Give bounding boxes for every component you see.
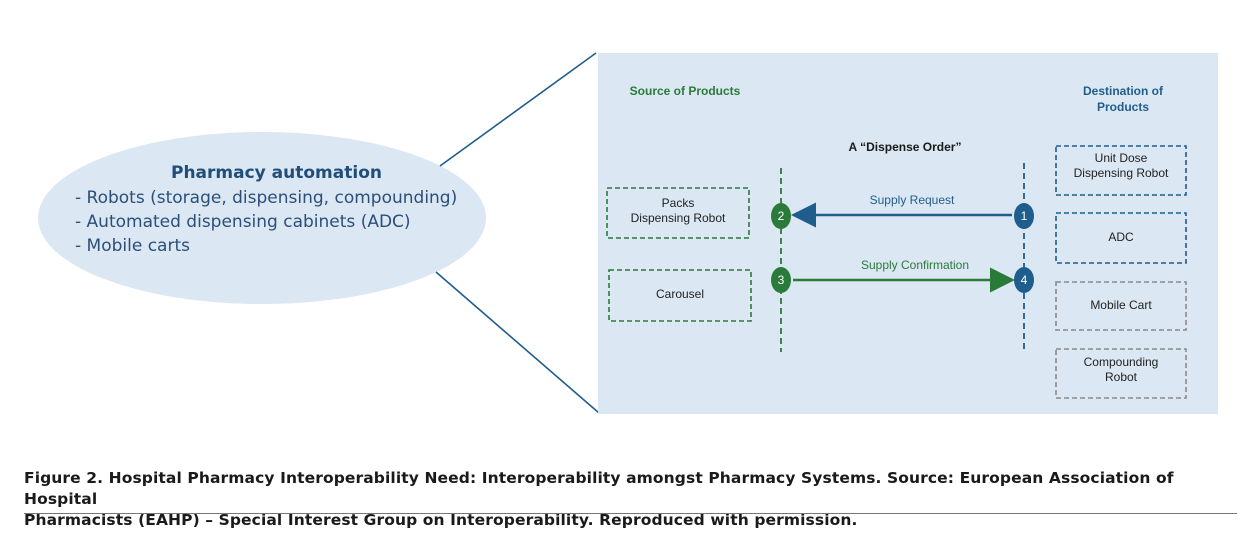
dest-box-label-line2: Dispensing Robot bbox=[1073, 166, 1169, 180]
dest-box-label-line2: Robot bbox=[1104, 370, 1138, 384]
interoperability-panel bbox=[598, 53, 1218, 414]
dispense-order-label: A “Dispense Order” bbox=[848, 140, 962, 154]
node-3 bbox=[771, 267, 791, 293]
supply-confirmation-label: Supply Confirmation bbox=[860, 258, 970, 272]
dest-box-adc-label: ADC bbox=[1108, 230, 1134, 244]
node-4 bbox=[1014, 267, 1034, 293]
node-3-label: 3 bbox=[777, 273, 785, 287]
pharmacy-automation-title: Pharmacy automation bbox=[171, 163, 382, 183]
source-header: Source of Products bbox=[629, 84, 741, 98]
dest-box-unit-dose-robot-label: Unit Dose Dispensing Robot bbox=[1056, 151, 1186, 181]
source-box-label-line1: Packs bbox=[661, 196, 695, 210]
dest-box-adc bbox=[1055, 212, 1187, 264]
figure-caption: Figure 2. Hospital Pharmacy Interoperabi… bbox=[24, 468, 1239, 531]
destination-header-line2: Products bbox=[1096, 100, 1149, 114]
list-item: - Automated dispensing cabinets (ADC) bbox=[75, 212, 411, 232]
source-box-label-line2: Dispensing Robot bbox=[630, 211, 726, 225]
dest-box-label-line1: Unit Dose bbox=[1094, 151, 1148, 165]
node-2-label: 2 bbox=[777, 209, 785, 223]
pharmacy-automation-text: Pharmacy automation - Robots (storage, d… bbox=[75, 163, 495, 258]
dest-box-mobile-cart bbox=[1055, 281, 1187, 331]
caption-line2: Pharmacists (EAHP) – Special Interest Gr… bbox=[24, 511, 858, 529]
pharmacy-automation-list: - Robots (storage, dispensing, compoundi… bbox=[75, 186, 495, 258]
connector-line-bottom bbox=[435, 271, 600, 414]
node-1 bbox=[1014, 203, 1034, 229]
node-1-label: 1 bbox=[1020, 209, 1028, 223]
dest-box-unit-dose-robot bbox=[1055, 145, 1187, 196]
node-4-label: 4 bbox=[1020, 273, 1028, 287]
destination-header: Destination of Products bbox=[1058, 83, 1188, 115]
list-item: - Mobile carts bbox=[75, 236, 190, 256]
dest-box-mobile-cart-label: Mobile Cart bbox=[1090, 298, 1152, 312]
supply-request-label: Supply Request bbox=[869, 193, 955, 207]
dest-box-compounding-robot-label: Compounding Robot bbox=[1056, 355, 1186, 385]
pharmacy-automation-ellipse bbox=[38, 132, 486, 304]
node-2 bbox=[771, 203, 791, 229]
connector-line-top bbox=[439, 52, 597, 167]
source-box-packs-robot-label: Packs Dispensing Robot bbox=[607, 196, 749, 226]
caption-divider bbox=[24, 513, 1237, 514]
list-item: - Robots (storage, dispensing, compoundi… bbox=[75, 188, 458, 208]
source-box-carousel-label: Carousel bbox=[655, 287, 705, 301]
source-box-carousel bbox=[608, 269, 752, 322]
destination-header-line1: Destination of bbox=[1083, 84, 1163, 98]
dest-box-label-line1: Compounding bbox=[1083, 355, 1159, 369]
dest-box-compounding-robot bbox=[1055, 348, 1187, 399]
caption-line1: Figure 2. Hospital Pharmacy Interoperabi… bbox=[24, 469, 1174, 508]
